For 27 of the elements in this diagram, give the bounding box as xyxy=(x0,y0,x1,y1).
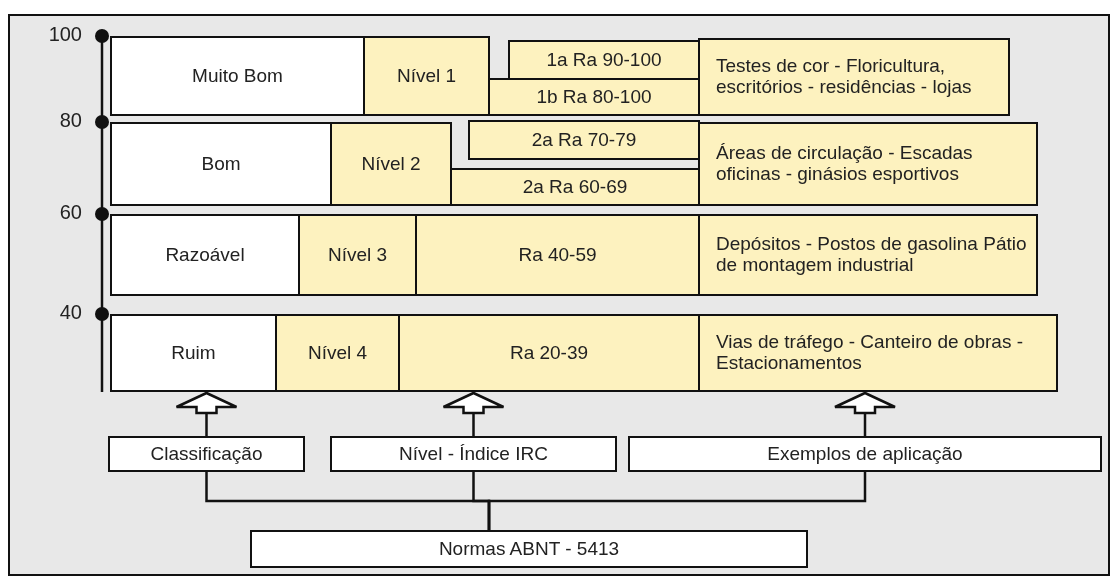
range-box: 1b Ra 80-100 xyxy=(488,78,700,116)
application-box: Áreas de circulação - Escadas oficinas - ginásios esportivos xyxy=(698,122,1038,206)
label-box: Normas ABNT - 5413 xyxy=(250,530,808,568)
application-box: Depósitos - Postos de gasolina Pátio de montagem industrial xyxy=(698,214,1038,296)
scale-value: 100 xyxy=(48,23,82,46)
scale-value: 60 xyxy=(59,201,82,224)
category-box: Muito Bom xyxy=(110,36,365,116)
category-box: Ruim xyxy=(110,314,277,392)
label-box: Nível - Índice IRC xyxy=(330,436,617,472)
range-box: Ra 20-39 xyxy=(398,314,700,392)
category-box: Bom xyxy=(110,122,332,206)
range-box: 2a Ra 60-69 xyxy=(450,168,700,206)
level-box: Nível 4 xyxy=(275,314,400,392)
level-box: Nível 3 xyxy=(298,214,417,296)
level-box: Nível 1 xyxy=(363,36,490,116)
label-box: Exemplos de aplicação xyxy=(628,436,1102,472)
scale-value: 80 xyxy=(59,109,82,132)
range-box: Ra 40-59 xyxy=(415,214,700,296)
label-box: Classificação xyxy=(108,436,305,472)
scale-value: 40 xyxy=(59,301,82,324)
connector-line xyxy=(487,472,867,530)
category-box: Razoável xyxy=(110,214,300,296)
range-box: 1a Ra 90-100 xyxy=(508,40,700,80)
range-box: 2a Ra 70-79 xyxy=(468,120,700,160)
application-box: Vias de tráfego - Canteiro de obras - Estacionamentos xyxy=(698,314,1058,392)
level-box: Nível 2 xyxy=(330,122,452,206)
application-box: Testes de cor - Floricultura, escritórios - residências - lojas xyxy=(698,38,1010,116)
